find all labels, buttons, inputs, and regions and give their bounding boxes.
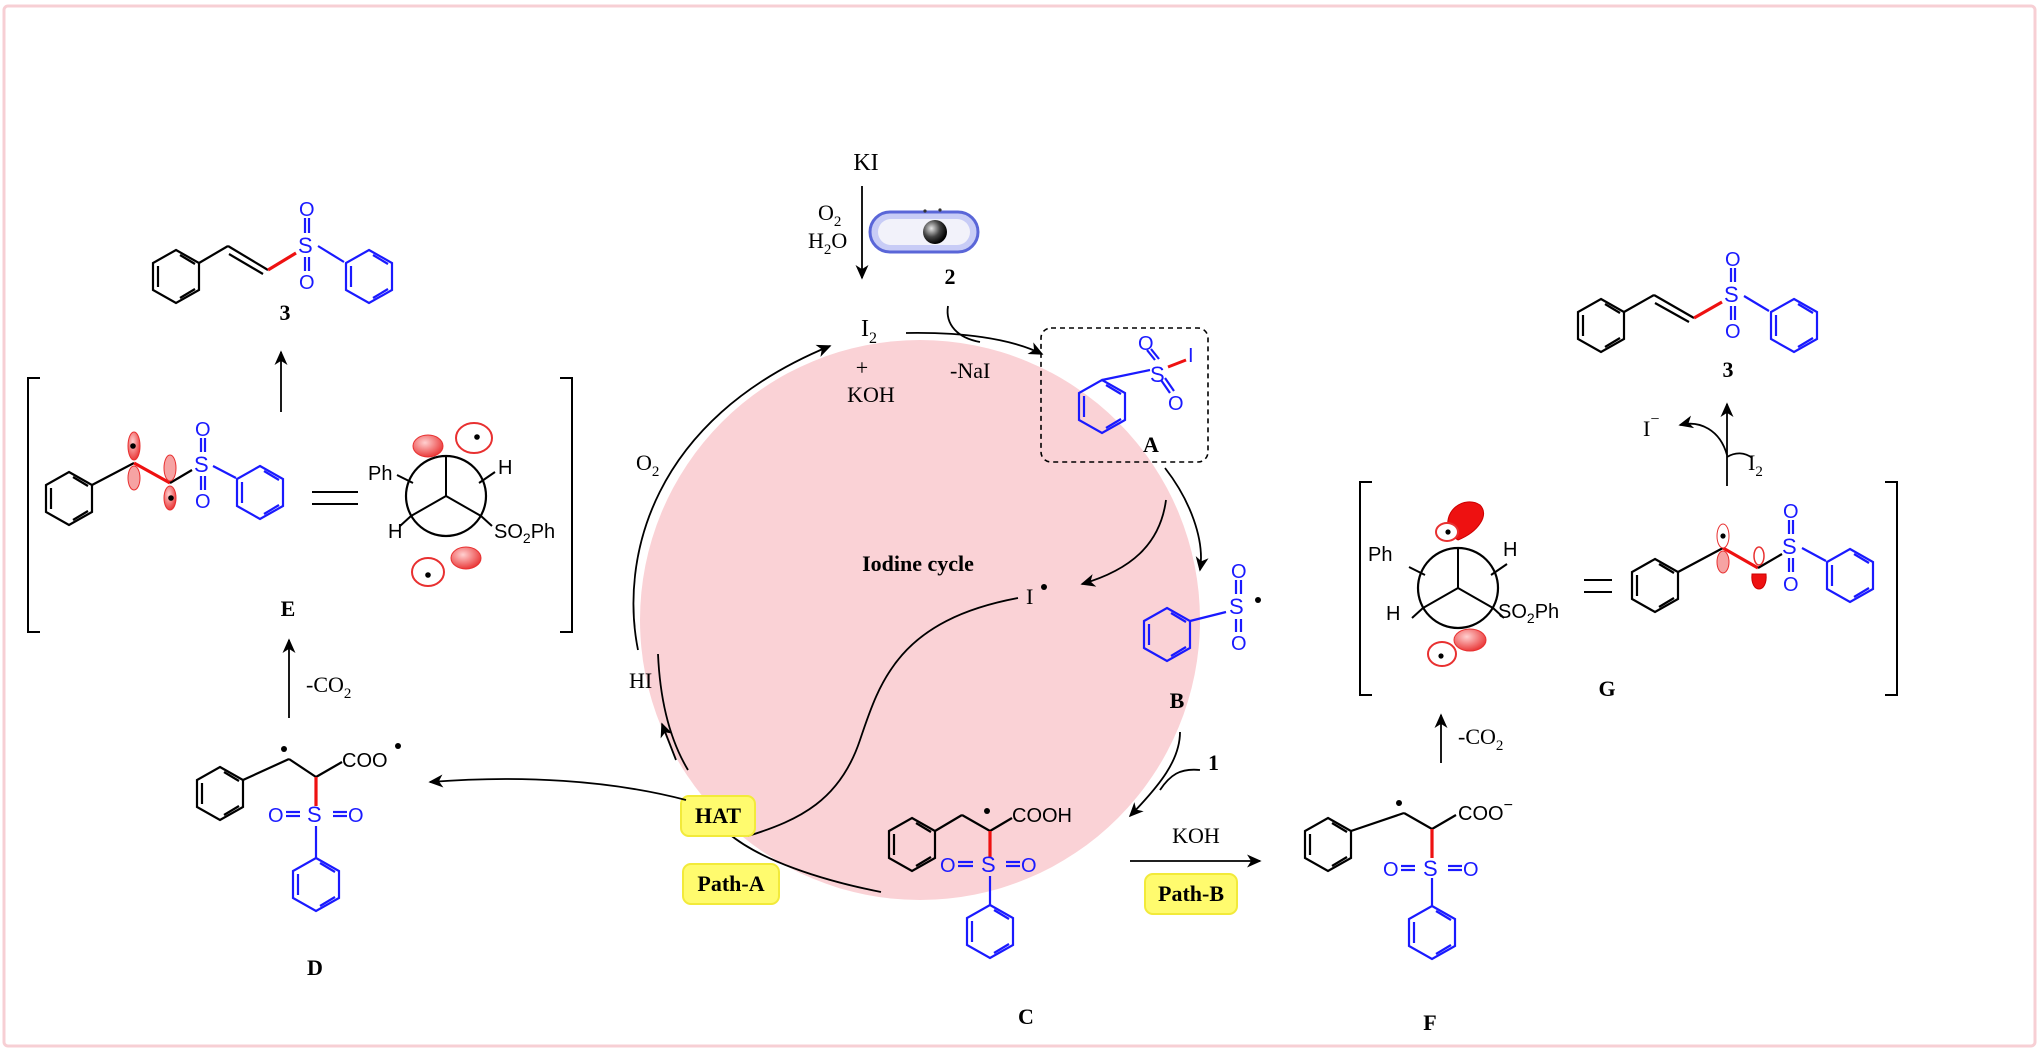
E-O2: O	[195, 491, 211, 513]
reagent-ki: KI	[853, 150, 878, 176]
reagent-o2-left: O2	[636, 450, 659, 480]
P3R-O2: O	[1725, 321, 1741, 343]
B-S-atom: S	[1229, 594, 1244, 619]
reagent-nai: -NaI	[950, 358, 990, 383]
D-O2: O	[348, 805, 364, 827]
product-3-left-label: 3	[280, 300, 291, 325]
reagent-koh-b: KOH	[1172, 823, 1220, 848]
A-I-atom: I	[1188, 345, 1194, 367]
reagent-i2-right: I2	[1748, 450, 1763, 480]
C-O1: O	[940, 855, 956, 877]
A-O2: O	[1168, 393, 1184, 415]
reagent-o2: O2	[818, 200, 841, 230]
E-O1: O	[195, 419, 211, 441]
ball-mill-jar-icon	[868, 208, 980, 254]
product-3-left-structure	[151, 245, 269, 305]
compound-A-label: A	[1143, 432, 1159, 457]
badge-path-b-label: Path-B	[1158, 881, 1224, 906]
compound-F-label: F	[1423, 1010, 1436, 1035]
newman-projection-icon	[396, 422, 496, 587]
compound-B-structure	[1142, 580, 1243, 663]
A-S-atom: S	[1150, 362, 1165, 387]
compound-A-box	[1040, 327, 1209, 463]
compound-D-label: D	[307, 955, 323, 980]
compound-G-label: G	[1598, 676, 1615, 701]
cycle-label: Iodine cycle	[862, 551, 974, 576]
G-so2ph: SO2Ph	[1498, 601, 1559, 626]
bracket-G	[1359, 481, 1898, 696]
F-O1: O	[1383, 859, 1399, 881]
compound-C-label: C	[1018, 1004, 1034, 1029]
F-O2: O	[1463, 859, 1479, 881]
plus-sign: +	[856, 355, 868, 380]
reagent-co2-right: -CO2	[1458, 724, 1503, 754]
iodide-anion: I−	[1643, 411, 1659, 441]
C-O2: O	[1021, 855, 1037, 877]
compound-G-structure	[1630, 547, 1724, 614]
compound-F-structure	[1303, 811, 1457, 873]
badge-path-a-label: Path-A	[697, 871, 764, 896]
G-O1: O	[1783, 501, 1799, 523]
product-3-right-label: 3	[1723, 357, 1734, 382]
C-S-atom: S	[981, 852, 996, 877]
compound-E-structure	[44, 462, 135, 527]
product-3-right-structure	[1576, 294, 1695, 354]
reagent-hi: HI	[629, 668, 652, 693]
C-cooh: COOH	[1012, 805, 1072, 827]
G-O2: O	[1783, 574, 1799, 596]
compound-1-label: 1	[1208, 750, 1219, 775]
badge-hat	[680, 795, 756, 837]
E-h1: H	[498, 457, 512, 479]
E-h2: H	[388, 521, 402, 543]
badge-hat-label: HAT	[695, 803, 741, 828]
radical-dot-icon	[1255, 597, 1261, 603]
B-O2: O	[1231, 633, 1247, 655]
P3L-S-atom: S	[298, 233, 313, 258]
compound-2-label: 2	[945, 264, 956, 289]
reagent-koh-top: KOH	[847, 382, 895, 407]
compound-D-structure	[195, 757, 343, 822]
diagram-frame	[2, 4, 2037, 1048]
B-O1: O	[1231, 561, 1247, 583]
D-S-atom: S	[307, 802, 322, 827]
G-S-atom: S	[1782, 534, 1797, 559]
F-S-atom: S	[1423, 856, 1438, 881]
P3L-O2: O	[299, 272, 315, 294]
compound-A-structure	[1077, 348, 1175, 435]
reagent-h2o: H2O	[808, 228, 847, 258]
reagent-co2-left: -CO2	[306, 672, 351, 702]
G-ph: Ph	[1368, 544, 1392, 566]
E-S-atom: S	[194, 452, 209, 477]
E-so2ph: SO2Ph	[494, 521, 555, 546]
compound-E-label: E	[281, 596, 296, 621]
badge-path-a	[682, 863, 780, 905]
G-h2: H	[1386, 603, 1400, 625]
compound-B-label: B	[1170, 688, 1185, 713]
E-ph: Ph	[368, 463, 392, 485]
P3R-O1: O	[1725, 249, 1741, 271]
D-O1: O	[268, 805, 284, 827]
compound-C-structure	[887, 814, 1013, 873]
F-coo: COO−	[1458, 797, 1513, 825]
bracket-E	[27, 377, 573, 633]
D-coo: COO	[342, 750, 388, 772]
A-O1: O	[1138, 333, 1154, 355]
newman-projection-g-icon	[1408, 501, 1508, 667]
P3L-O1: O	[299, 199, 315, 221]
G-h1: H	[1503, 539, 1517, 561]
P3R-S-atom: S	[1724, 282, 1739, 307]
iodine-cycle-disc	[640, 340, 1200, 900]
badge-path-b	[1144, 873, 1238, 915]
iodine-radical: I	[1026, 584, 1033, 609]
reagent-i2: I2	[861, 316, 877, 347]
